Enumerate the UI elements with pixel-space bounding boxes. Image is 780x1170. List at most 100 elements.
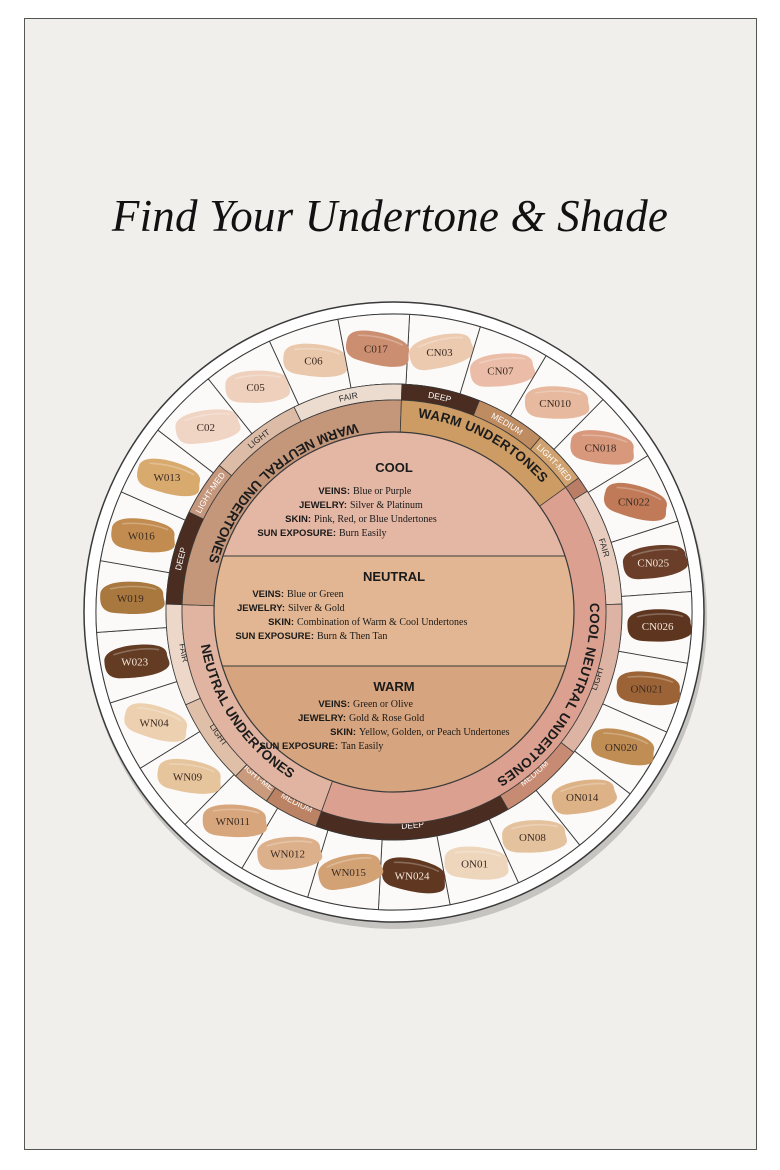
shade-swatch-cn07[interactable]: CN07 — [459, 326, 547, 417]
shade-code-label: WN024 — [395, 870, 430, 882]
shade-swatch-wn015[interactable]: WN015 — [307, 829, 386, 911]
shade-code-label: ON021 — [630, 684, 662, 696]
shade-code-label: CN026 — [642, 621, 674, 633]
depth-segment: DEEP — [165, 511, 204, 606]
swatch-smear — [157, 758, 221, 794]
swatch-smear — [100, 581, 165, 614]
section-row-value: Tan Easily — [341, 741, 383, 752]
shade-swatch-wn012[interactable]: WN012 — [241, 807, 329, 898]
shade-code-label: W016 — [128, 530, 155, 542]
shade-swatch-on020[interactable]: ON020 — [573, 703, 668, 795]
section-row-value: Blue or Green — [287, 589, 344, 600]
swatch-smear — [382, 857, 446, 894]
swatch-smear — [111, 518, 175, 553]
shade-code-label: CN018 — [585, 443, 617, 455]
swatch-smear — [623, 545, 689, 580]
shade-code-label: C05 — [246, 382, 265, 394]
section-row-value: Silver & Platinum — [350, 500, 423, 511]
swatch-smear — [124, 703, 188, 742]
shade-swatch-on01[interactable]: ON01 — [436, 818, 520, 906]
shade-swatch-c06[interactable]: C06 — [268, 318, 352, 406]
swatch-smear — [225, 370, 291, 403]
shade-code-label: C06 — [304, 356, 323, 368]
swatch-smear — [175, 409, 241, 445]
shade-swatch-cn022[interactable]: CN022 — [587, 455, 679, 543]
swatch-smear — [524, 386, 590, 419]
shade-swatch-w013[interactable]: W013 — [120, 429, 215, 521]
shade-code-label: WN09 — [173, 771, 203, 783]
shade-code-label: W019 — [117, 593, 144, 605]
shade-swatch-wn024[interactable]: WN024 — [377, 835, 451, 911]
section-title: WARM — [373, 679, 414, 694]
swatch-smear — [104, 644, 170, 679]
section-row-key: VEINS: — [252, 589, 284, 600]
swatch-smear — [470, 353, 536, 387]
section-row-key: SKIN: — [268, 617, 294, 628]
section-row-key: SKIN: — [330, 727, 356, 738]
section-row-value: Pink, Red, or Blue Undertones — [314, 514, 437, 525]
shade-swatch-wn011[interactable]: WN011 — [184, 773, 279, 869]
shade-code-label: WN04 — [139, 717, 169, 729]
swatch-smear — [345, 330, 410, 367]
swatch-smear — [502, 820, 567, 853]
shade-code-label: CN07 — [487, 365, 514, 377]
shade-swatch-on021[interactable]: ON021 — [602, 650, 689, 733]
shade-swatch-cn026[interactable]: CN026 — [618, 591, 693, 664]
shade-swatch-c017[interactable]: C017 — [337, 313, 413, 389]
section-row-value: Green or Olive — [353, 699, 414, 710]
section-row-key: JEWELRY: — [299, 500, 347, 511]
shade-code-label: WN012 — [270, 849, 305, 861]
section-row-value: Yellow, Golden, or Peach Undertones — [359, 727, 510, 738]
swatch-smear — [318, 853, 384, 890]
swatch-smear — [551, 779, 617, 815]
shade-swatch-c05[interactable]: C05 — [207, 340, 300, 435]
shade-code-label: CN022 — [618, 497, 650, 509]
section-row-key: VEINS: — [318, 486, 350, 497]
shade-code-label: CN010 — [539, 398, 571, 410]
shade-code-label: WN015 — [331, 867, 366, 879]
section-row-key: SUN EXPOSURE: — [257, 528, 336, 539]
swatch-smear — [616, 671, 681, 706]
shade-code-label: C02 — [197, 422, 215, 434]
swatch-smear — [570, 430, 634, 465]
section-row-value: Gold & Rose Gold — [349, 713, 424, 724]
depth-label: FAIR — [338, 390, 359, 404]
swatch-smear — [604, 482, 667, 521]
page-title: Find Your Undertone & Shade — [111, 191, 669, 241]
swatch-smear — [444, 846, 509, 880]
shade-code-label: ON020 — [605, 742, 638, 754]
section-title: COOL — [375, 460, 413, 475]
depth-label: DEEP — [401, 819, 425, 831]
swatch-smear — [591, 728, 655, 766]
shade-code-label: W023 — [121, 657, 148, 669]
shade-code-label: ON08 — [519, 832, 546, 844]
shade-swatch-cn018[interactable]: CN018 — [553, 398, 649, 494]
shade-code-label: WN011 — [216, 816, 250, 828]
shade-code-label: ON014 — [566, 792, 599, 804]
section-row-value: Silver & Gold — [288, 603, 345, 614]
swatch-smear — [283, 343, 348, 378]
shade-code-label: CN025 — [637, 557, 669, 569]
shade-swatch-w016[interactable]: W016 — [99, 491, 186, 574]
section-row-key: JEWELRY: — [237, 603, 285, 614]
shade-swatch-on014[interactable]: ON014 — [535, 750, 631, 846]
shade-code-label: W013 — [154, 472, 181, 484]
section-row-value: Blue or Purple — [353, 486, 412, 497]
section-row-value: Burn Easily — [339, 528, 387, 539]
shade-code-label: CN03 — [426, 347, 453, 359]
section-row-key: JEWELRY: — [298, 713, 346, 724]
swatch-smear — [627, 609, 693, 642]
swatch-smear — [202, 804, 268, 838]
section-row-key: SKIN: — [285, 514, 311, 525]
swatch-smear — [409, 333, 475, 371]
shade-swatch-w019[interactable]: W019 — [95, 560, 170, 633]
section-row-value: Burn & Then Tan — [317, 631, 387, 642]
swatch-smear — [257, 836, 323, 870]
shade-code-label: ON01 — [461, 858, 488, 870]
swatch-smear — [137, 458, 201, 497]
shade-swatch-wn09[interactable]: WN09 — [139, 730, 235, 826]
